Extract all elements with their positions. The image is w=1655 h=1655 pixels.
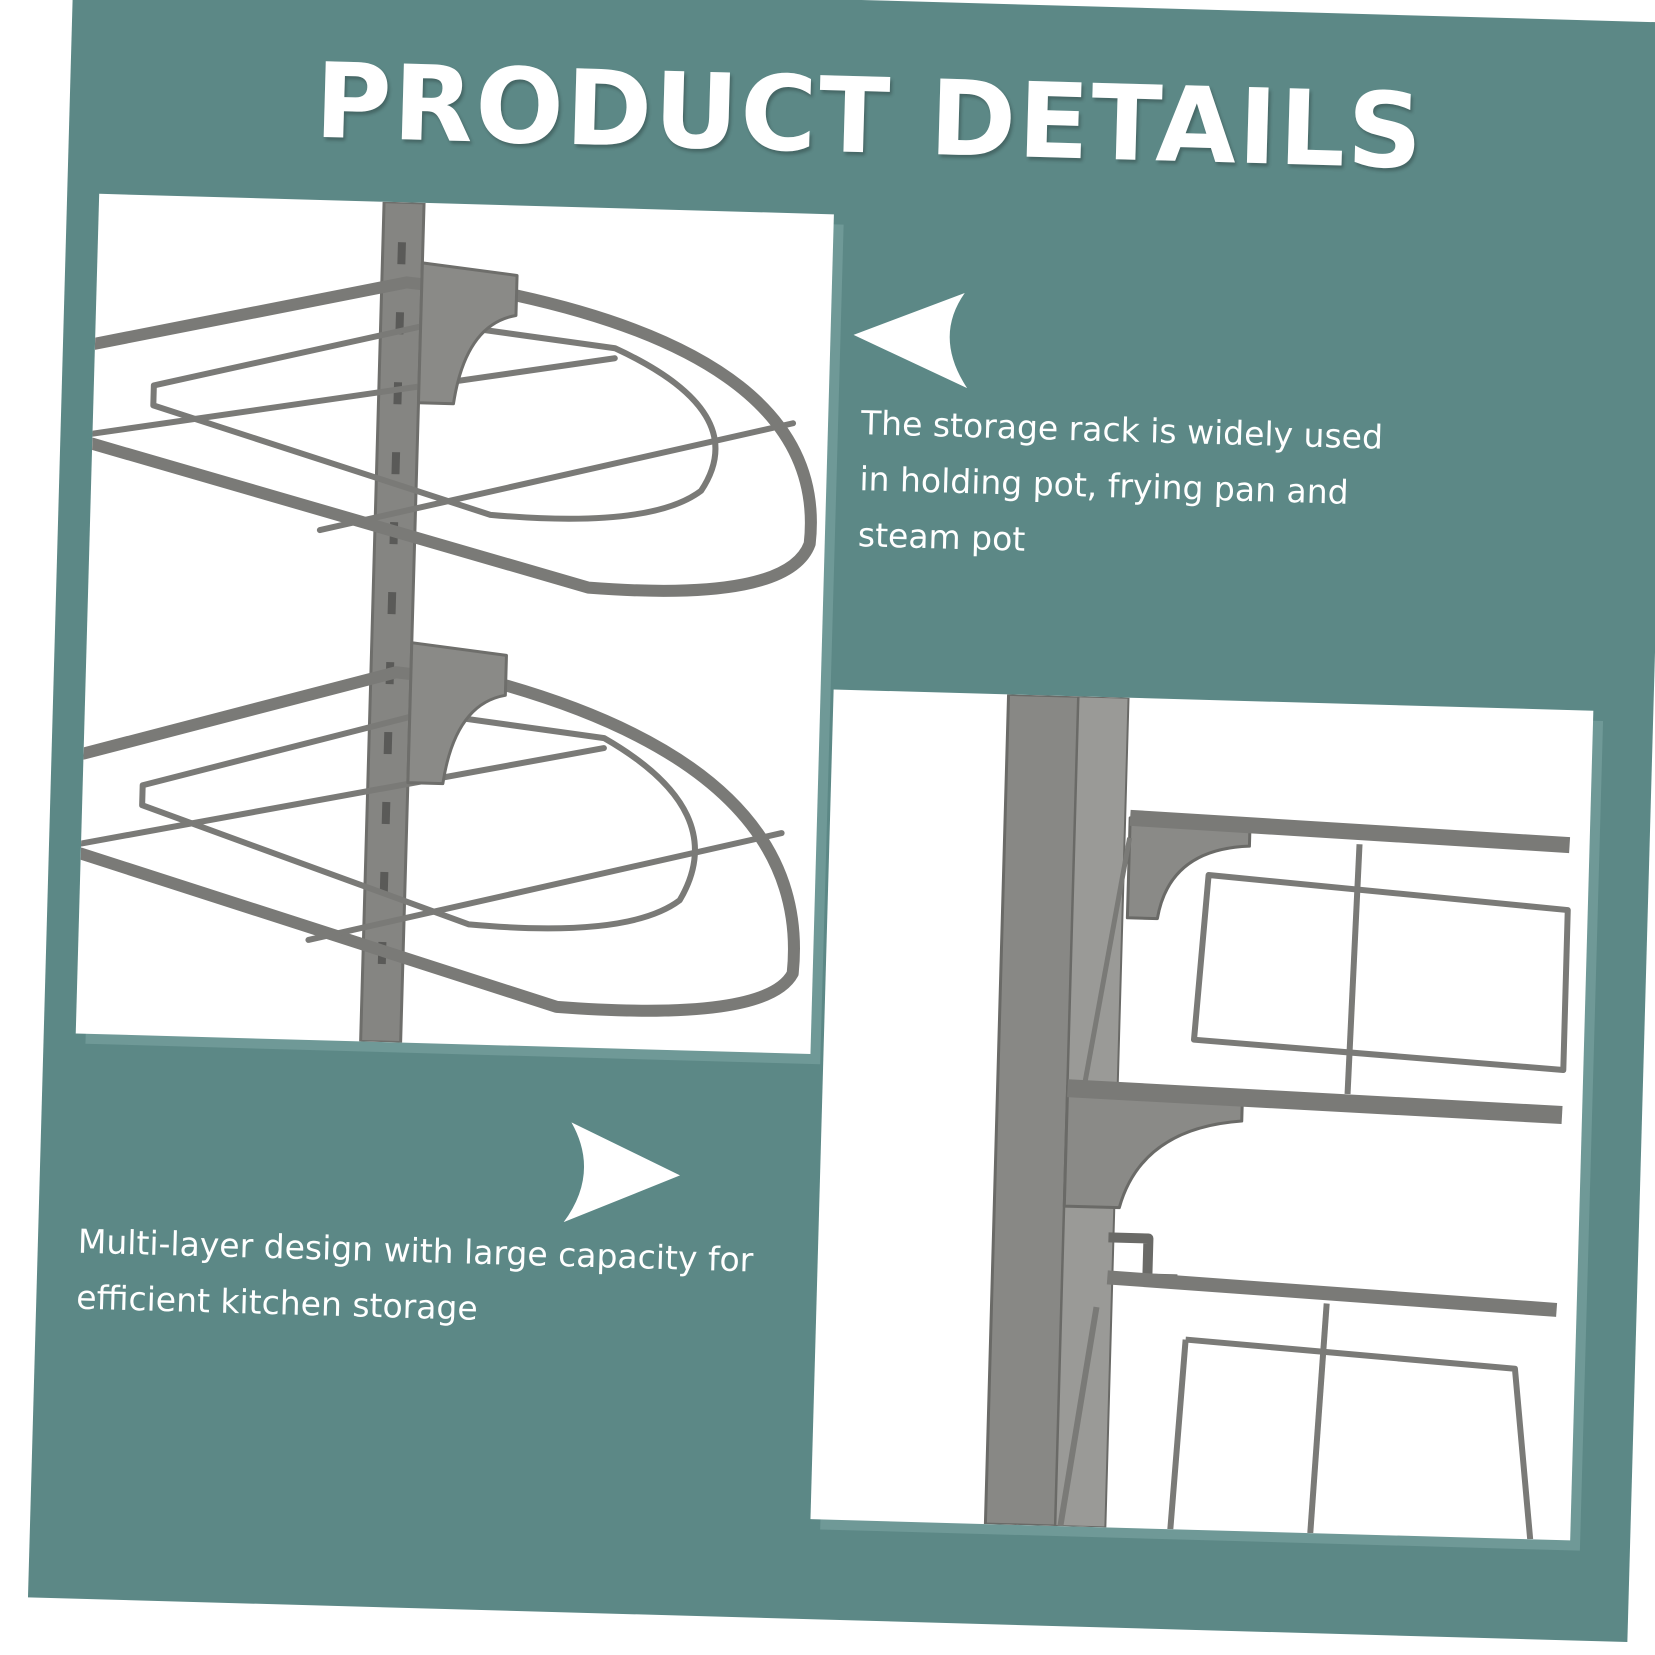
rack-closeup-illustration — [983, 692, 1571, 1540]
arrow-left-icon — [853, 292, 968, 389]
rack-closeup-photo — [810, 689, 1594, 1541]
rack-tiers-illustration — [75, 200, 817, 1045]
product-panel: PRODUCT DETAILS — [27, 0, 1655, 1655]
rack-tiers-photo — [75, 193, 834, 1054]
arrow-right-icon — [563, 1122, 681, 1223]
storage-description: The storage rack is widely used in holdi… — [857, 403, 1384, 559]
multilayer-description: Multi-layer design with large capacity f… — [75, 1221, 754, 1328]
